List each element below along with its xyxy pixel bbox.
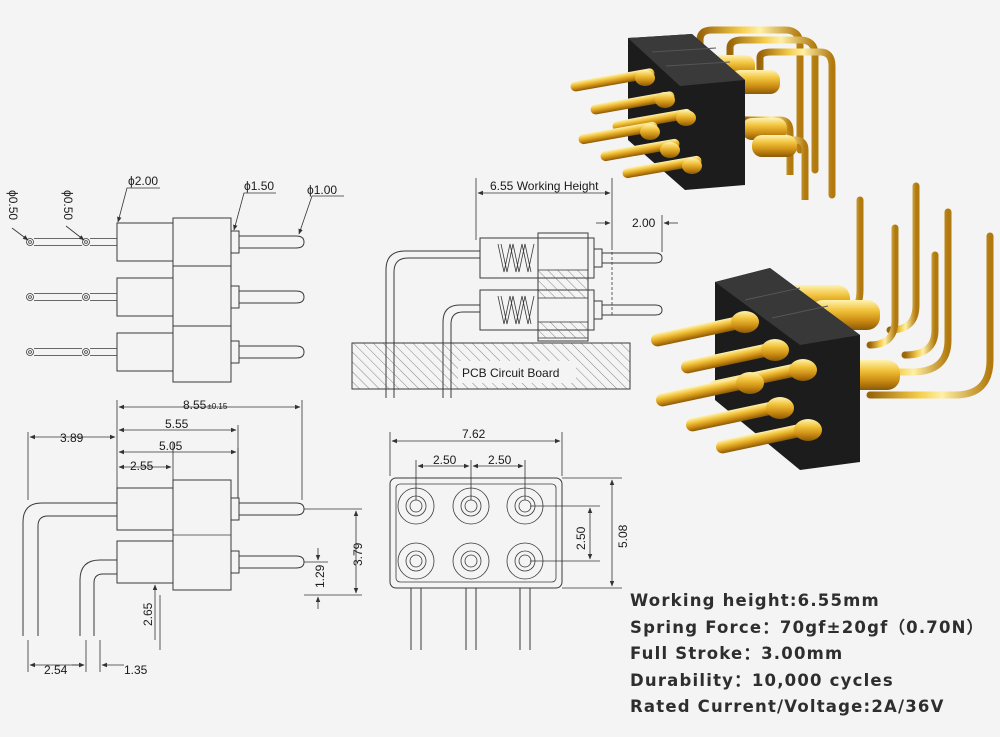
dim-5-05: 5.05	[159, 439, 183, 453]
dim-row-pitch: 2.50	[574, 526, 588, 550]
dim-pin-small-a: ϕ0.50	[6, 190, 20, 220]
dim-pitch-b: 2.50	[488, 453, 512, 467]
front-view-contact	[397, 542, 435, 580]
dim-barrel-diameter: ϕ2.00	[128, 174, 158, 188]
top-view-pin-row	[26, 325, 305, 383]
spec-spring-force: Spring Force：70gf±20gf（0.70N）	[630, 617, 985, 637]
side-view-drawing: 8.55±0.15 3.89 5.55 5.05 2.55 3.79 1.29 …	[22, 398, 365, 677]
spec-list: Working height:6.55mm Spring Force：70gf±…	[630, 588, 984, 721]
dim-3-89: 3.89	[60, 431, 84, 445]
connector-render-bottom	[650, 182, 994, 470]
dim-front-height: 5.08	[616, 524, 630, 548]
dim-stroke: 2.00	[632, 216, 656, 230]
dim-2-65: 2.65	[141, 602, 155, 626]
dim-3-79: 3.79	[351, 542, 365, 566]
dim-total-tolerance: ±0.15	[207, 402, 228, 411]
dim-1-35: 1.35	[124, 663, 148, 677]
front-view-contact	[452, 542, 490, 580]
top-view-pin-row	[26, 265, 305, 327]
dim-2-55: 2.55	[130, 459, 154, 473]
spec-working-height: Working height:6.55mm	[630, 591, 880, 610]
dim-plunger-base-diameter: ϕ1.50	[244, 179, 274, 193]
front-view-drawing: 7.62 2.50 2.50 2.50 5.08	[389, 427, 630, 650]
svg-text:8.55±0.15: 8.55±0.15	[183, 398, 228, 412]
section-view-drawing: PCB Circuit Board 6.55 Working Height 2.…	[351, 178, 678, 398]
dim-plunger-tip-diameter: ϕ1.00	[307, 183, 337, 197]
dim-pitch-a: 2.50	[433, 453, 457, 467]
top-view-pin-row	[26, 217, 305, 267]
dim-total-length: 8.55	[183, 398, 207, 412]
dim-front-width: 7.62	[462, 427, 486, 441]
dim-2-54: 2.54	[44, 663, 68, 677]
spec-durability: Durability：10,000 cycles	[630, 670, 894, 690]
pcb-label: PCB Circuit Board	[462, 366, 559, 380]
dim-working-height: 6.55 Working Height	[490, 179, 599, 193]
dim-1-29: 1.29	[313, 564, 327, 588]
spec-rated-current-voltage: Rated Current/Voltage:2A/36V	[630, 697, 945, 716]
spec-full-stroke: Full Stroke：3.00mm	[630, 644, 844, 663]
dim-pin-small-b: ϕ0.50	[61, 190, 75, 220]
top-view-drawing: ϕ0.50 ϕ0.50 ϕ2.00 ϕ1.50 ϕ1.00	[6, 174, 344, 383]
dim-5-55: 5.55	[165, 417, 189, 431]
connector-render-top	[570, 26, 836, 200]
